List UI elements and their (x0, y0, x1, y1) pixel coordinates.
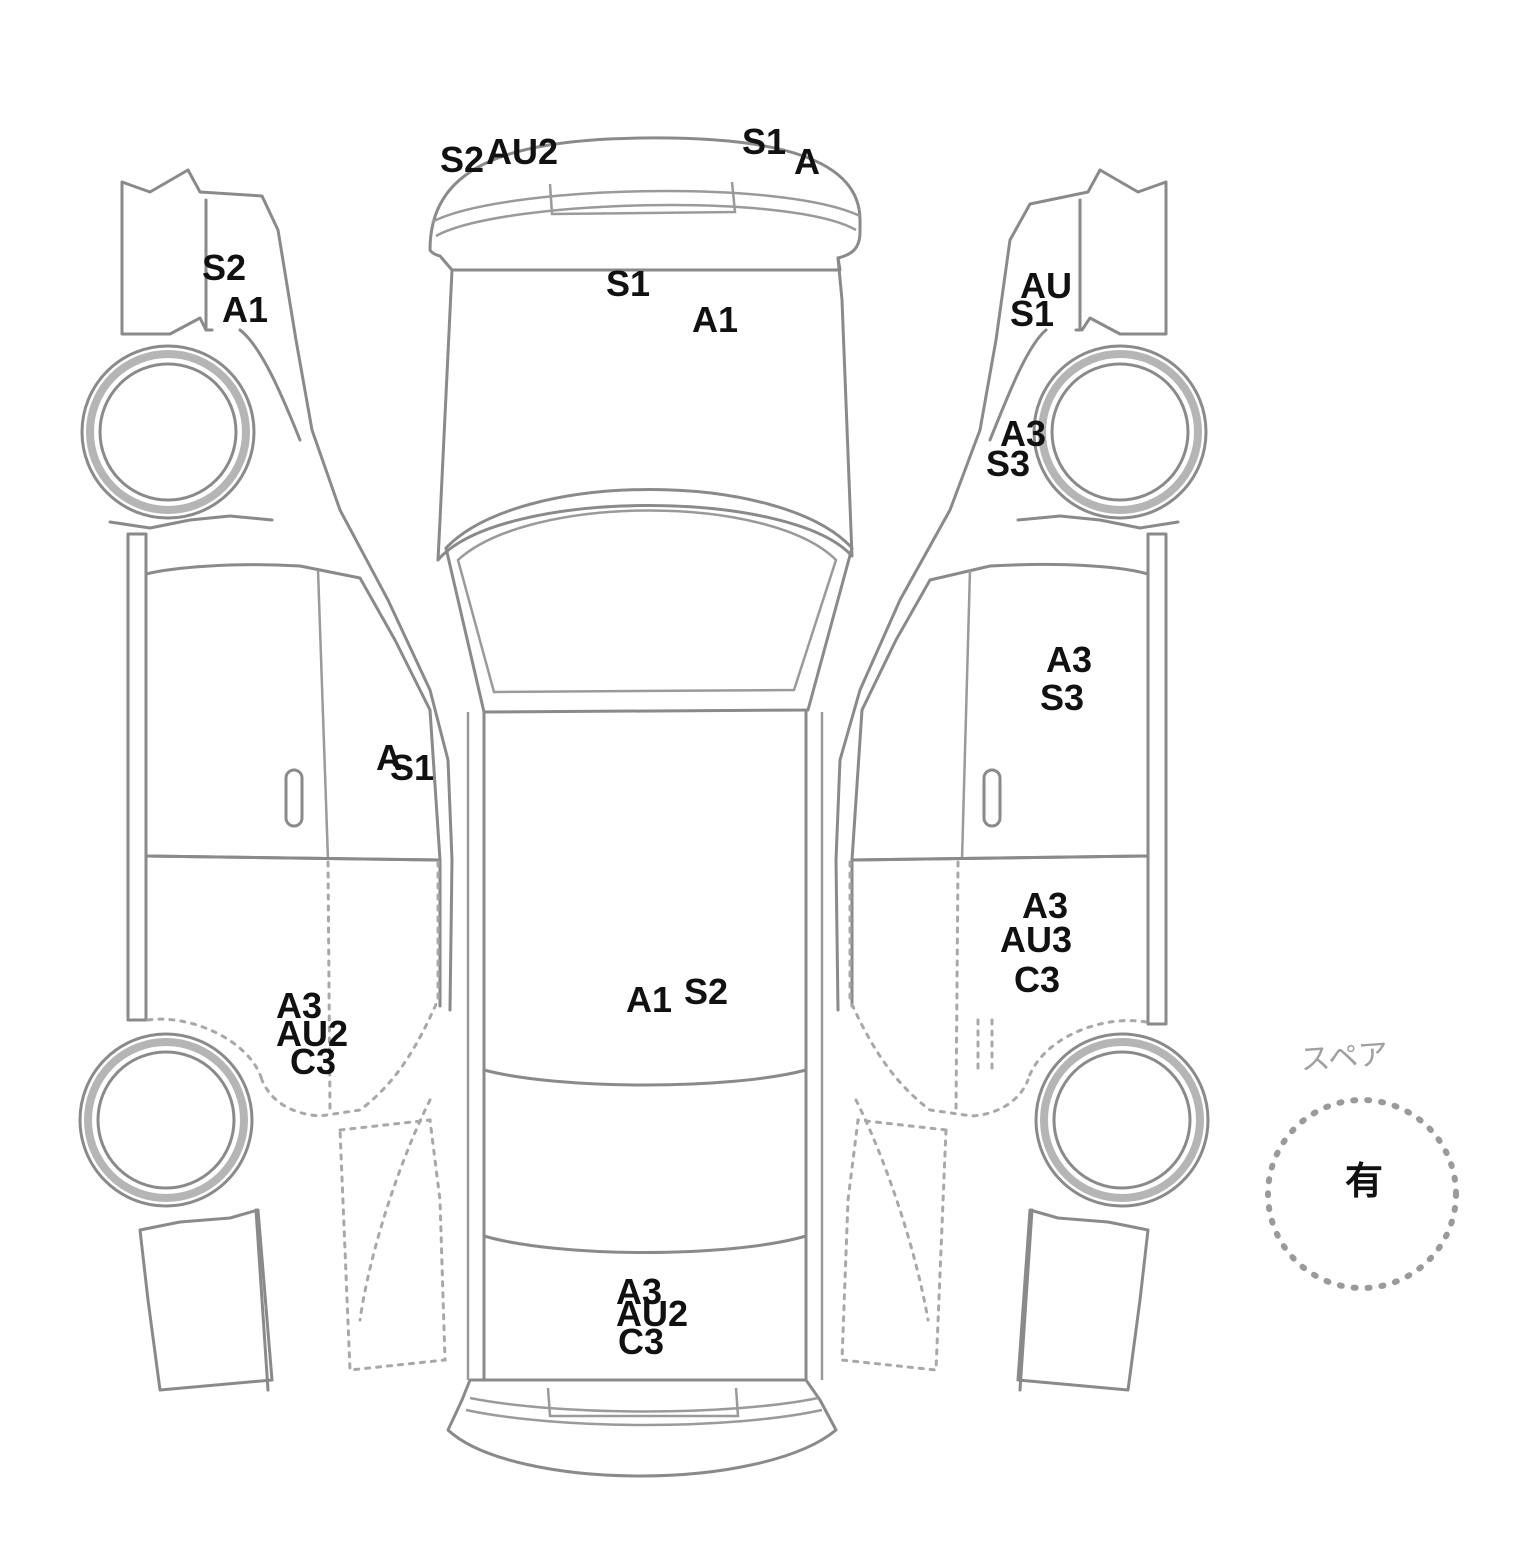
spare-tire-circle (1265, 1097, 1459, 1291)
damage-code: A (376, 737, 402, 778)
damage-code: A3 (1046, 639, 1093, 680)
damage-code: A1 (692, 299, 739, 340)
left-rear-wheel (78, 1032, 254, 1208)
damage-code: A (794, 141, 820, 182)
spare-label: スペア (1299, 1036, 1390, 1079)
damage-code: S1 (742, 121, 787, 162)
right-front-door (850, 562, 1150, 862)
left-side-view (78, 168, 454, 1392)
damage-code: S3 (986, 443, 1031, 484)
damage-code: AU (1020, 265, 1072, 306)
damage-code: C3 (618, 1321, 665, 1362)
damage-code: A3 (1000, 413, 1047, 454)
damage-code: AU2 (486, 131, 559, 172)
right-rear-wheel (1034, 1032, 1210, 1208)
left-door-handle (284, 768, 304, 828)
top-front-bumper (428, 136, 862, 272)
left-front-wheel (80, 344, 256, 520)
right-side-view (834, 168, 1210, 1392)
right-front-fender-outline (834, 168, 1168, 1012)
damage-code: S1 (390, 747, 435, 788)
damage-code: A1 (626, 979, 673, 1020)
damage-code: AU3 (1000, 919, 1073, 960)
top-hood (436, 256, 854, 562)
damage-code: AU2 (276, 1013, 349, 1054)
left-front-fender-outline (120, 168, 454, 1012)
damage-code: S2 (202, 247, 247, 288)
damage-code: A3 (616, 1271, 663, 1312)
damage-code: C3 (1014, 959, 1061, 1000)
damage-code: AU2 (616, 1293, 689, 1334)
damage-code: A1 (222, 289, 269, 330)
damage-code: S2 (440, 139, 485, 180)
damage-code: S1 (1010, 293, 1055, 334)
left-rear-door (144, 854, 442, 1008)
right-front-wheel (1032, 344, 1208, 520)
top-view (428, 136, 862, 1478)
damage-code: A3 (276, 985, 323, 1026)
damage-code: C3 (290, 1041, 337, 1082)
left-front-door (144, 563, 442, 862)
spare-value: 有 (1345, 1159, 1384, 1203)
top-windshield (444, 488, 854, 714)
damage-code: S1 (606, 263, 651, 304)
damage-code: A3 (1022, 885, 1069, 926)
right-door-handle (982, 768, 1002, 828)
right-rear-door (850, 854, 1150, 1008)
damage-code: S3 (1040, 677, 1085, 718)
damage-code: S2 (684, 971, 729, 1012)
top-rear-bumper (446, 1378, 838, 1478)
